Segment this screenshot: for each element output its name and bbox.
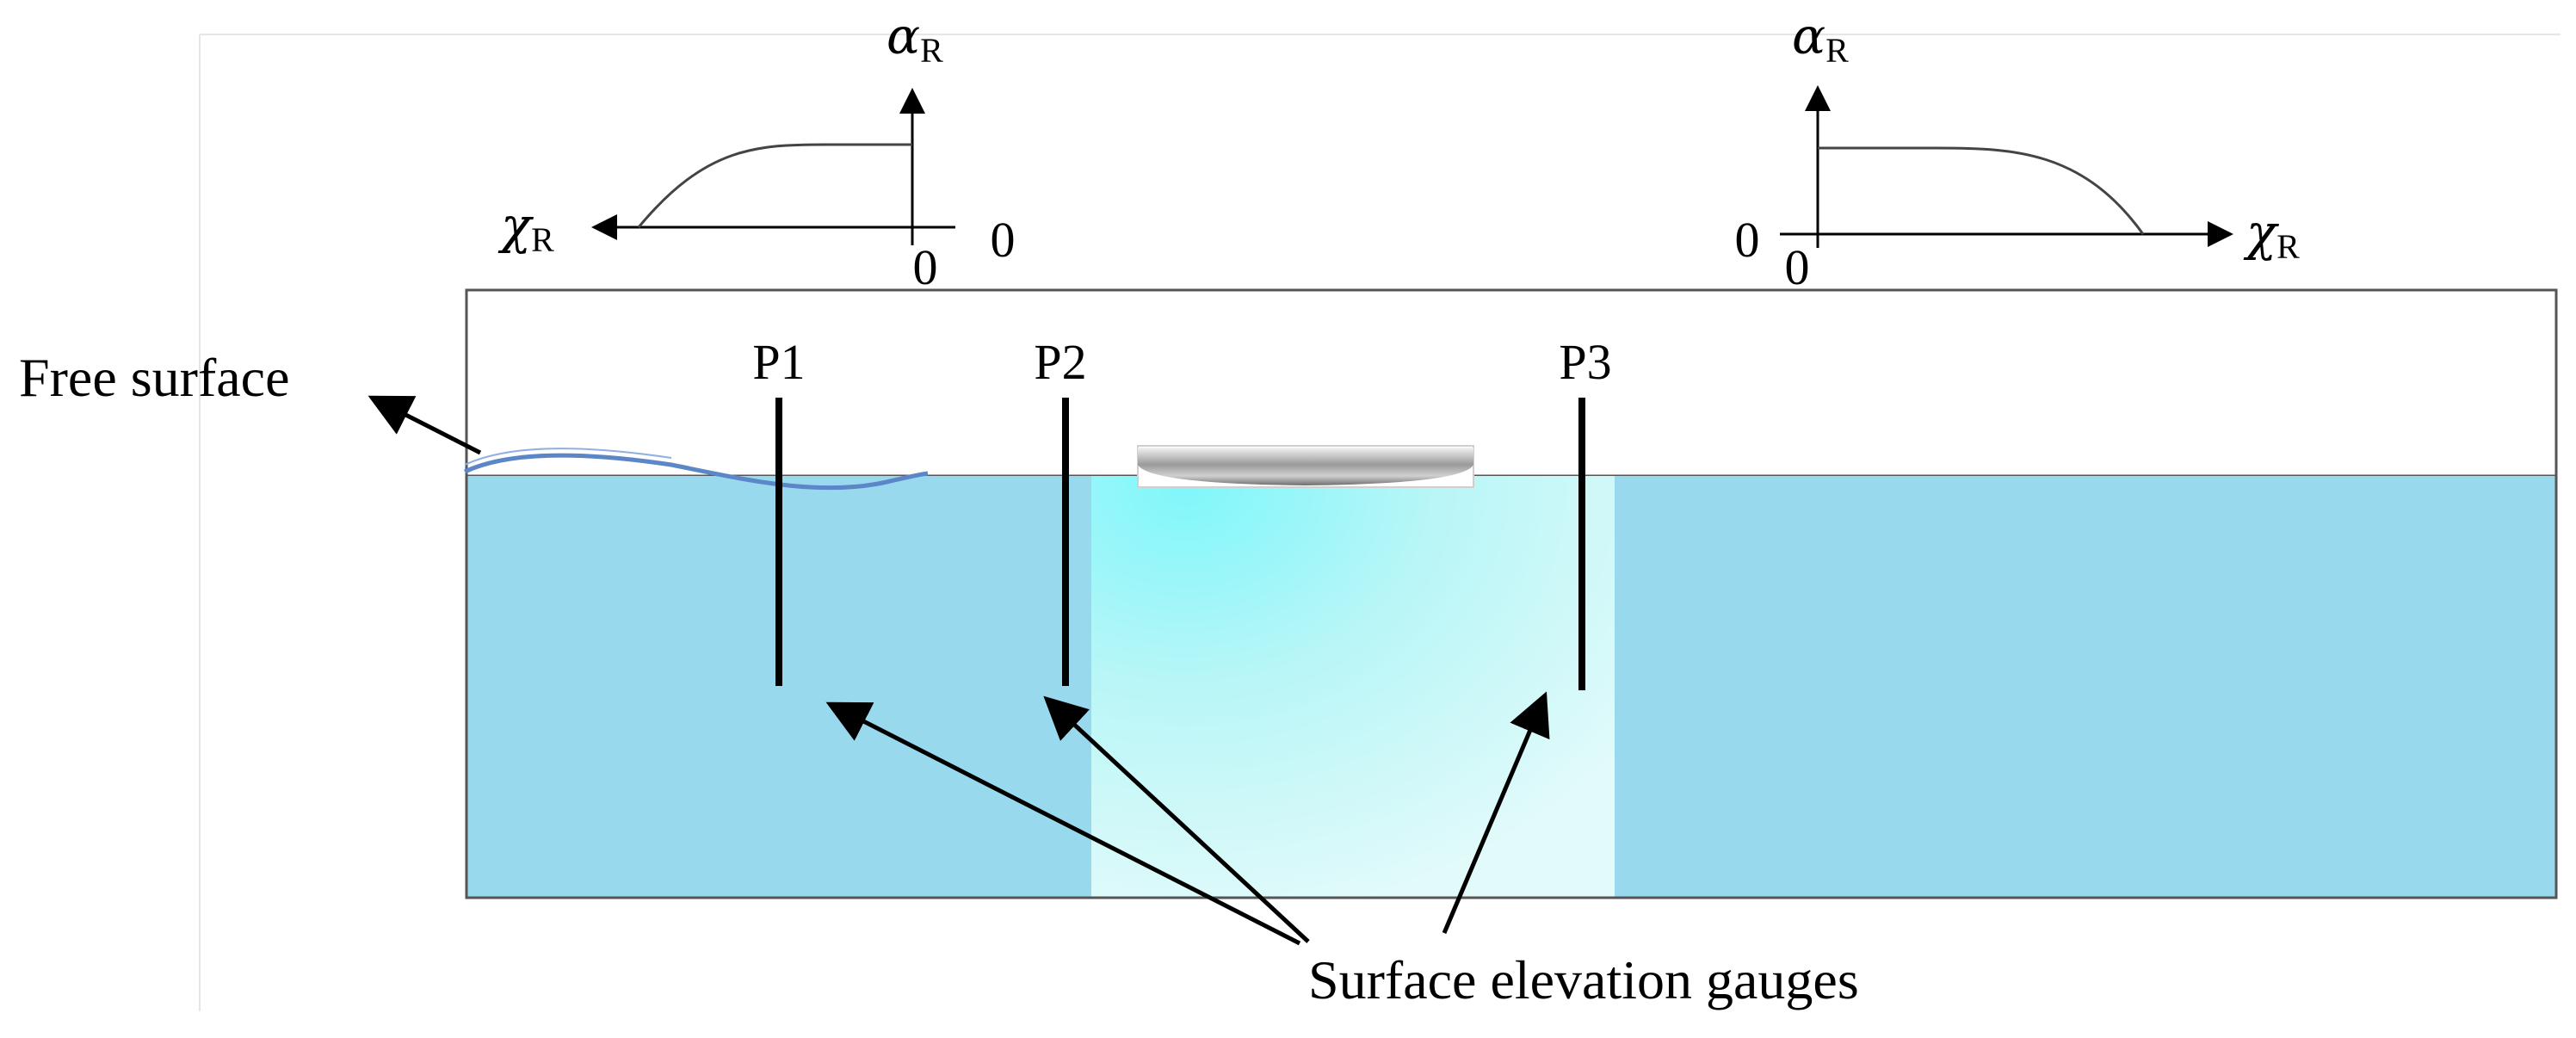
gauges-caption: Surface elevation gauges — [1308, 949, 1859, 1010]
left-origin-x-label: 0 — [913, 239, 938, 295]
free-surface-label: Free surface — [19, 347, 289, 408]
left-y-axis-label: αR — [886, 7, 943, 70]
free-surface-wave — [463, 453, 929, 491]
wave-tank — [465, 288, 2558, 899]
gauge-p1-arrow — [825, 701, 1301, 946]
left-relaxation-axes: αR χR 0 0 — [497, 7, 1016, 295]
gauge-p3-label: P3 — [1559, 334, 1611, 390]
right-weight-curve — [1818, 146, 2145, 235]
left-weight-curve — [637, 143, 912, 228]
gauge-p2-label: P2 — [1034, 334, 1086, 390]
right-origin-x-label: 0 — [1785, 239, 1810, 295]
right-origin-y-label: 0 — [1735, 212, 1760, 268]
free-surface-arrow — [368, 395, 482, 455]
tank-outline — [465, 288, 2558, 899]
right-relaxation-axes: αR χR 0 0 — [1735, 7, 2301, 295]
left-origin-y-label: 0 — [991, 212, 1016, 268]
free-surface-wave-upper — [464, 448, 672, 466]
right-x-axis-label: χR — [2243, 203, 2300, 266]
gauge-p2-arrow — [1043, 695, 1310, 943]
right-y-axis-label: αR — [1792, 7, 1849, 70]
gauge-p1-label: P1 — [752, 334, 805, 390]
gauge-p3-arrow — [1442, 691, 1550, 934]
left-x-axis-label: χR — [497, 196, 554, 259]
floating-body — [1137, 445, 1474, 488]
center-zone — [1091, 476, 1615, 898]
